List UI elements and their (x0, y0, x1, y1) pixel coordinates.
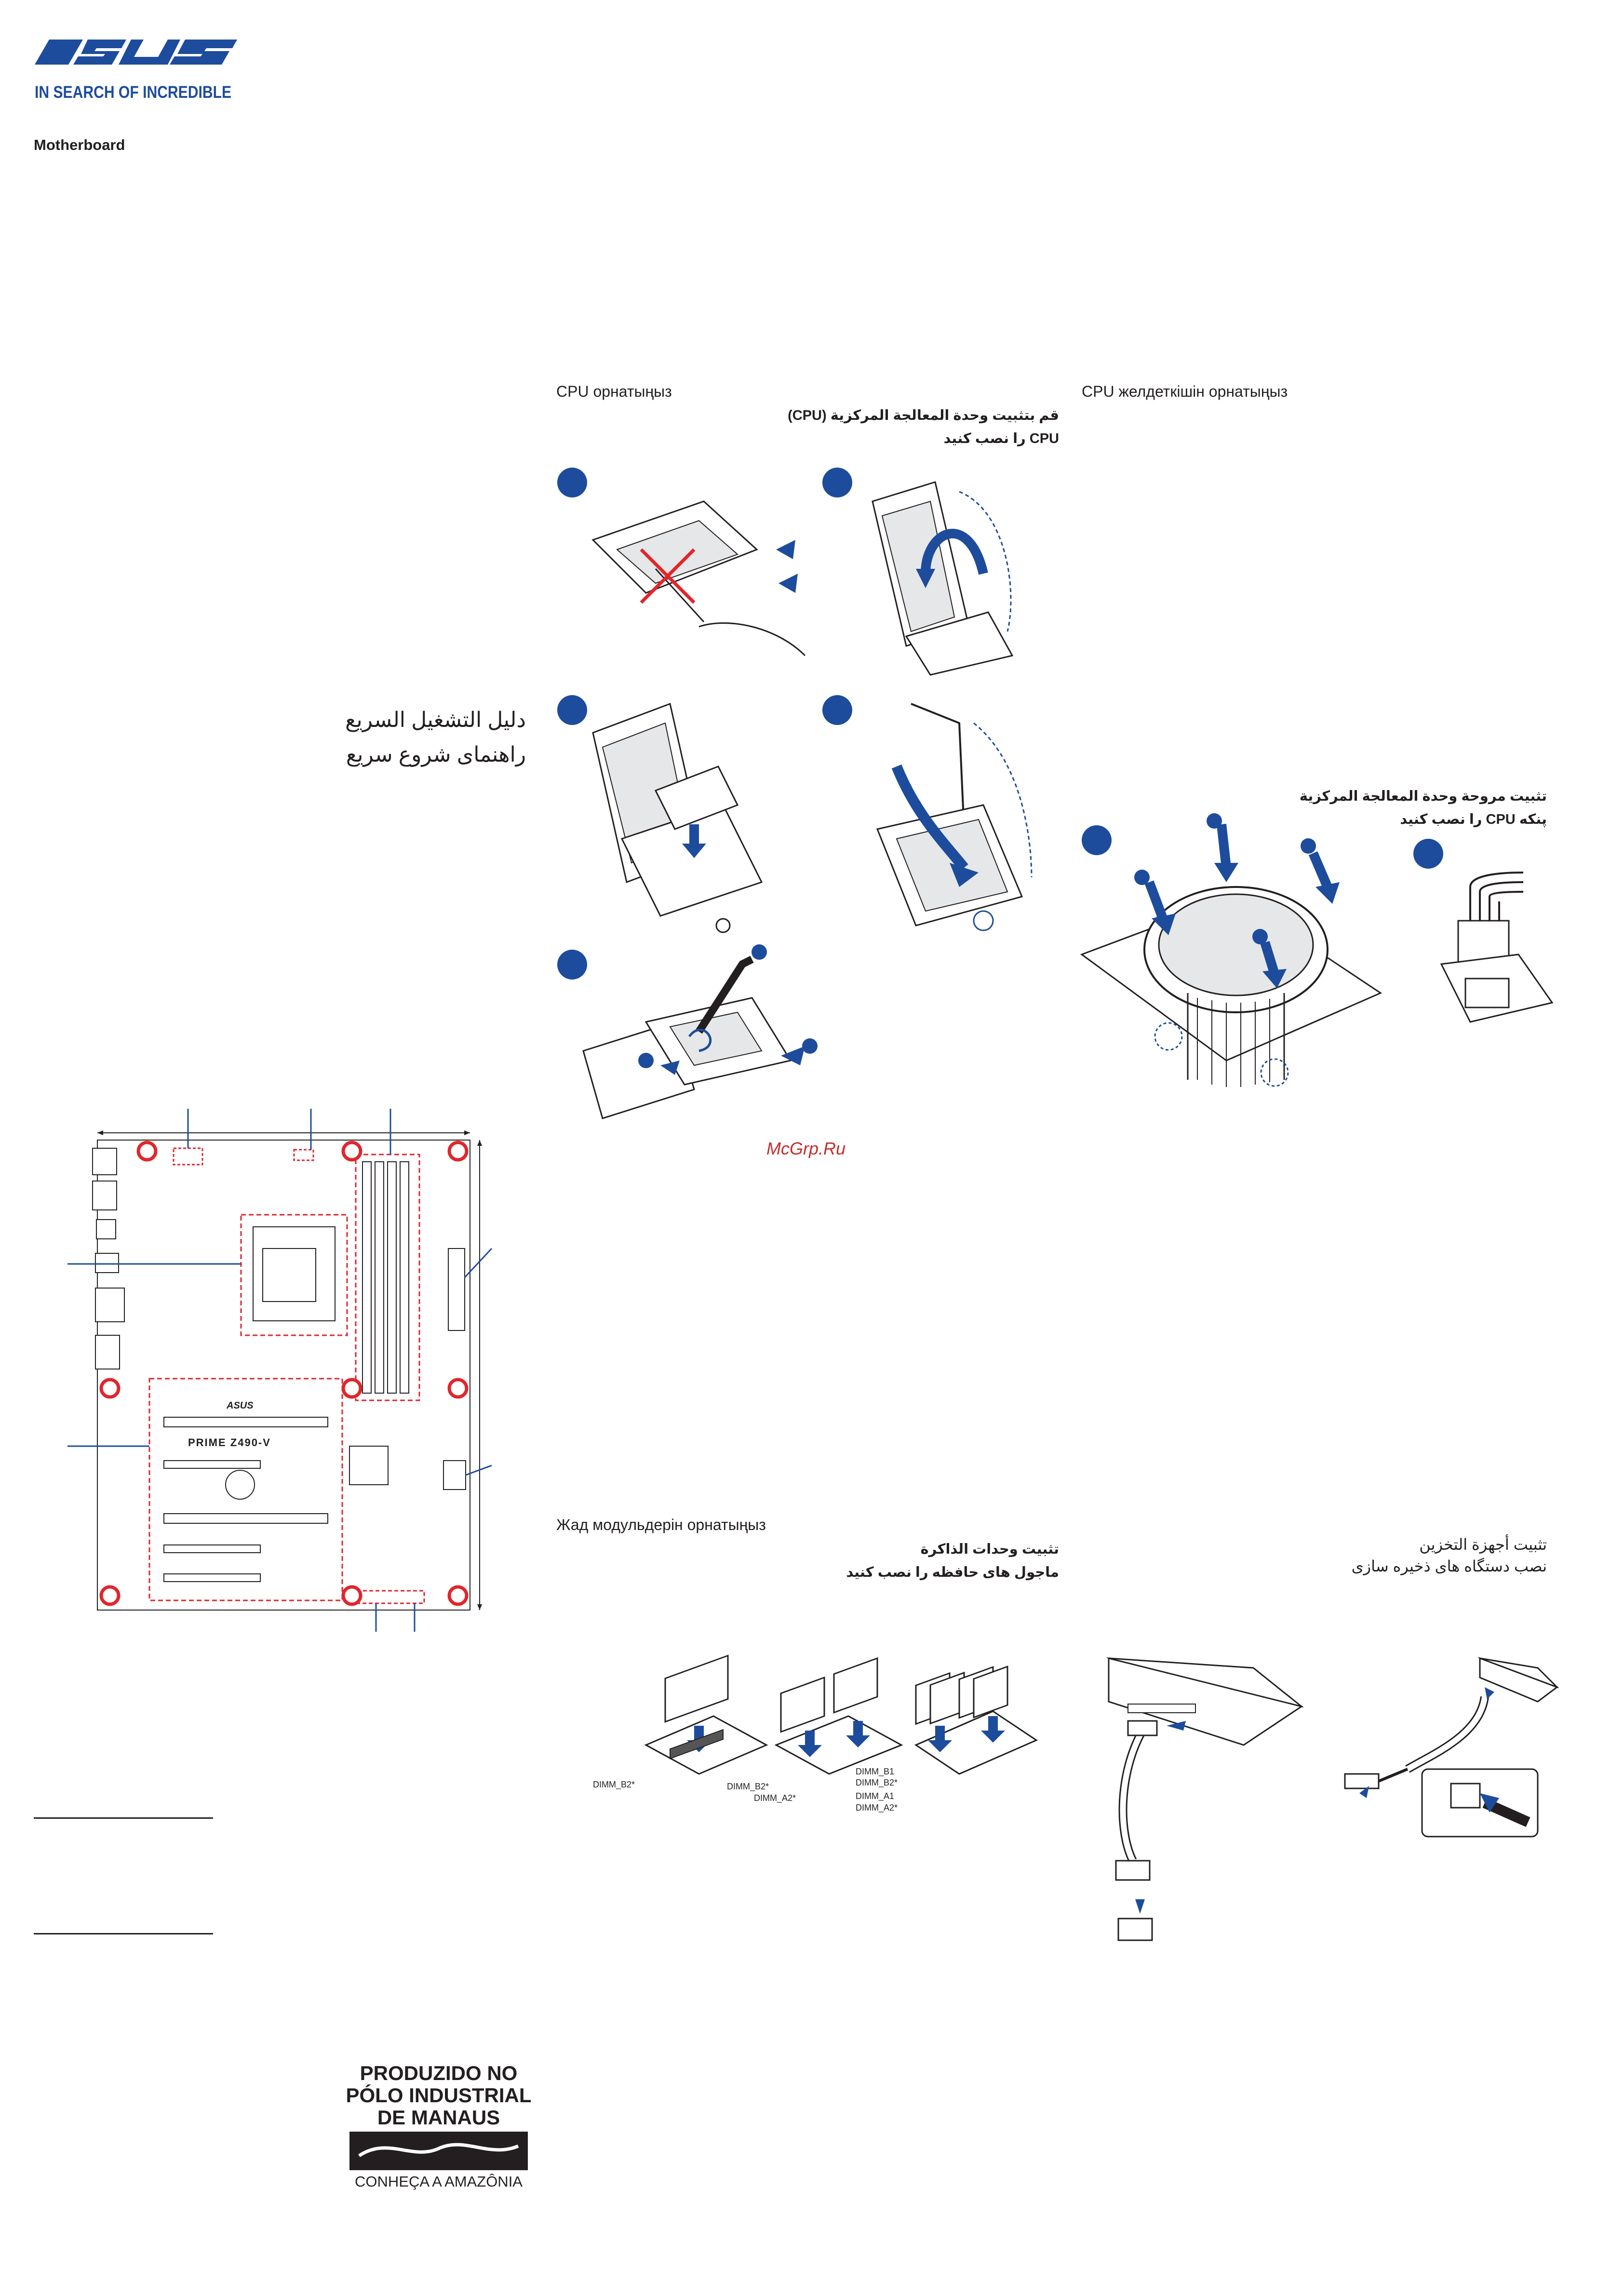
cpu-step-5-marker (557, 950, 587, 980)
cpu-title-ar: قم بتثبيت وحدة المعالجة المركزية (CPU) (788, 408, 1059, 423)
cpu-title-kk: CPU орнатыңыз (556, 383, 672, 400)
thermal-paste-icon (582, 944, 818, 1119)
dimm-four-label-3: DIMM_A1 (856, 1791, 895, 1801)
brand-tagline: IN SEARCH OF INCREDIBLE (35, 83, 232, 102)
cpu-cooler-icon (1080, 813, 1382, 1087)
asus-logo-icon (35, 40, 237, 65)
cooler-step-1-marker (1082, 825, 1112, 855)
cpu-step-2-marker (822, 468, 852, 497)
dimm-four-label-1: DIMM_B1 (856, 1767, 895, 1776)
cooler-title-ar: تثبيت مروحة وحدة المعالجة المركزية (1299, 789, 1547, 804)
board-model: PRIME Z490-V (188, 1437, 271, 1449)
asus-logo (35, 30, 242, 83)
cpu-socket-lever-icon (591, 500, 806, 657)
cpu-socket-open-icon (872, 481, 1014, 676)
motherboard-diagram: ASUS PRIME Z490-V (67, 1109, 521, 1668)
cooler-title-kk: CPU желдеткішін орнатыңыз (1082, 383, 1288, 400)
dimm-two-label-1: DIMM_B2* (727, 1782, 769, 1791)
cpu-insert-icon (592, 702, 763, 933)
cpu-fan-connector-icon (1440, 872, 1554, 1023)
manaus-caption: CONHEÇA A AMAZÔNIA (355, 2173, 523, 2190)
manaus-line3: DE MANAUS (377, 2106, 500, 2129)
dimm-four-label-2: DIMM_B2* (856, 1778, 898, 1787)
memory-four-dimm-icon (914, 1665, 1038, 1775)
storage-title-ar: تثبيت أجهزة التخزين (1419, 1536, 1547, 1553)
divider-2 (34, 1933, 213, 1934)
cpu-step-3-marker (557, 695, 587, 725)
sata-power-icon (1344, 1657, 1559, 1838)
cpu-step-4-marker (822, 695, 852, 725)
memory-title-kk: Жад модульдерін орнатыңыз (556, 1516, 766, 1533)
dimm-two-label-2: DIMM_A2* (754, 1793, 796, 1803)
quick-start-ar: دليل التشغيل السريع (345, 708, 526, 732)
manaus-wave-icon (349, 2132, 528, 2170)
cpu-lever-close-icon (876, 703, 1033, 931)
divider-1 (34, 1817, 213, 1819)
motherboard-layout-icon (67, 1109, 493, 1632)
cpu-step-1-marker (557, 468, 587, 497)
storage-title-fa: نصب دستگاه هاى ذخيره سازى (1351, 1558, 1547, 1575)
dimm-four-label-4: DIMM_A2* (856, 1803, 898, 1813)
board-mark: ASUS (227, 1400, 254, 1411)
memory-one-dimm-icon (644, 1654, 768, 1775)
watermark: McGrp.Ru (766, 1139, 846, 1158)
dimm-one-label: DIMM_B2* (593, 1780, 635, 1789)
manaus-badge: PRODUZIDO NO PÓLO INDUSTRIAL DE MANAUS C… (342, 2062, 535, 2190)
manaus-line2: PÓLO INDUSTRIAL (346, 2084, 532, 2107)
cooler-title-fa: پنكه CPU را نصب كنيد (1400, 812, 1547, 827)
manaus-line1: PRODUZIDO NO (360, 2062, 518, 2084)
memory-title-fa: ماجول هاى حافظه را نصب كنيد (846, 1565, 1059, 1580)
quick-start-fa: راهنمای شروع سريع (346, 743, 526, 766)
sata-drive-icon (1106, 1657, 1304, 1941)
cpu-title-fa: CPU را نصب كنيد (943, 431, 1060, 446)
memory-title-ar: تثبيت وحدات الذاكرة (920, 1542, 1059, 1557)
cooler-step-2-marker (1413, 839, 1443, 869)
memory-two-dimm-icon (774, 1657, 903, 1775)
doc-type: Motherboard (34, 136, 125, 153)
